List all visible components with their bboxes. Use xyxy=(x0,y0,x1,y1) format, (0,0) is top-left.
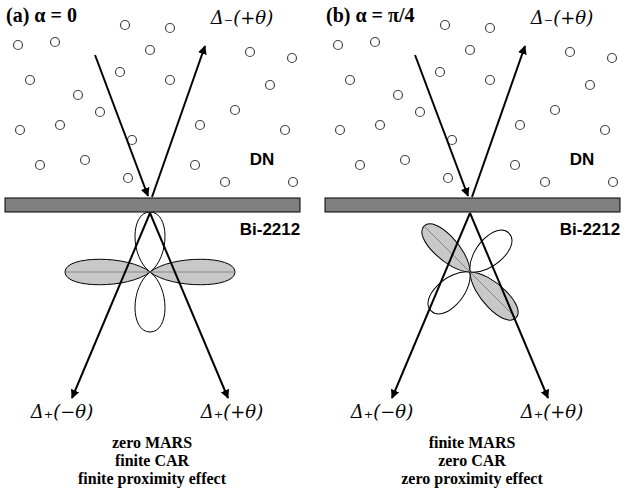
pair-potential-label: Δ₋(+θ) xyxy=(211,8,273,29)
impurity-dot xyxy=(466,46,475,55)
panel-heading: (b) α = π/4 xyxy=(326,4,415,27)
impurity-dot xyxy=(146,46,155,55)
impurity-dot xyxy=(394,91,403,100)
pair-potential-label: Δ₊(+θ) xyxy=(201,402,263,423)
impurity-dot xyxy=(486,76,495,85)
impurity-dot xyxy=(246,48,255,57)
impurity-dot xyxy=(444,174,453,183)
trajectory-arrow xyxy=(95,55,148,196)
result-note: finite proximity effect xyxy=(78,470,226,488)
impurity-dot xyxy=(196,121,205,130)
impurity-dot xyxy=(96,108,105,117)
impurity-dot xyxy=(486,24,495,33)
trajectory-arrow xyxy=(150,213,228,398)
impurity-dot xyxy=(124,174,133,183)
trajectory-arrows xyxy=(72,46,548,398)
impurity-dot xyxy=(371,38,380,47)
impurity-dot xyxy=(288,54,297,63)
white-lobe xyxy=(460,224,518,282)
region-label: Bi-2212 xyxy=(560,220,620,240)
impurity-dot xyxy=(586,81,595,90)
region-label: Bi-2212 xyxy=(240,220,300,240)
impurity-dot xyxy=(416,108,425,117)
interface-bar xyxy=(5,198,300,212)
trajectory-arrow xyxy=(152,46,205,197)
impurity-dot xyxy=(401,156,410,165)
impurity-dot xyxy=(281,126,290,135)
result-note: zero MARS xyxy=(112,434,192,452)
d-wave-lobes xyxy=(65,187,555,357)
impurity-dot xyxy=(336,126,345,135)
impurity-dot xyxy=(56,121,65,130)
trajectory-arrow xyxy=(472,46,525,197)
trajectory-arrow xyxy=(72,213,150,398)
impurity-dot xyxy=(81,156,90,165)
order-parameter xyxy=(385,187,555,357)
impurity-dot xyxy=(221,178,230,187)
impurity-dot xyxy=(376,121,385,130)
impurity-dot xyxy=(51,38,60,47)
impurity-dot xyxy=(516,121,525,130)
impurity-dot xyxy=(191,161,200,170)
trajectory-arrow xyxy=(415,55,468,196)
result-note: finite MARS xyxy=(429,434,516,452)
impurity-dots xyxy=(14,21,618,187)
impurity-dot xyxy=(266,81,275,90)
lobe-axis xyxy=(424,226,516,318)
impurity-dot xyxy=(441,21,450,30)
pair-potential-label: Δ₊(−θ) xyxy=(351,402,413,423)
trajectory-arrow xyxy=(470,213,548,398)
white-lobe xyxy=(135,272,165,332)
impurity-dot xyxy=(566,48,575,57)
region-label: DN xyxy=(570,150,595,170)
impurity-dot xyxy=(511,161,520,170)
pair-potential-label: Δ₊(−θ) xyxy=(31,402,93,423)
interface-bar xyxy=(325,198,620,212)
impurity-dot xyxy=(166,24,175,33)
pair-potential-label: Δ₋(+θ) xyxy=(531,8,593,29)
impurity-dot xyxy=(231,106,240,115)
impurity-dot xyxy=(289,178,298,187)
panel-heading: (a) α = 0 xyxy=(6,4,77,27)
result-note: zero CAR xyxy=(438,452,506,470)
impurity-dot xyxy=(14,41,23,50)
impurity-dot xyxy=(346,76,355,85)
impurity-dot xyxy=(334,41,343,50)
impurity-dot xyxy=(121,21,130,30)
impurity-dot xyxy=(541,178,550,187)
impurity-dot xyxy=(436,68,445,77)
impurity-dot xyxy=(26,76,35,85)
impurity-dot xyxy=(356,161,365,170)
pair-potential-label: Δ₊(+θ) xyxy=(521,402,583,423)
impurity-dot xyxy=(116,68,125,77)
impurity-dot xyxy=(16,126,25,135)
impurity-dot xyxy=(609,178,618,187)
impurity-dot xyxy=(74,91,83,100)
impurity-dot xyxy=(551,106,560,115)
impurity-dot xyxy=(601,126,610,135)
white-lobe xyxy=(135,212,165,272)
impurity-dot xyxy=(608,54,617,63)
result-note: finite CAR xyxy=(115,452,189,470)
trajectory-arrow xyxy=(392,213,470,398)
order-parameter xyxy=(65,212,235,332)
lobe-axis xyxy=(65,272,235,273)
impurity-dot xyxy=(166,76,175,85)
impurity-dot xyxy=(36,161,45,170)
region-label: DN xyxy=(250,150,275,170)
result-note: zero proximity effect xyxy=(401,470,543,488)
